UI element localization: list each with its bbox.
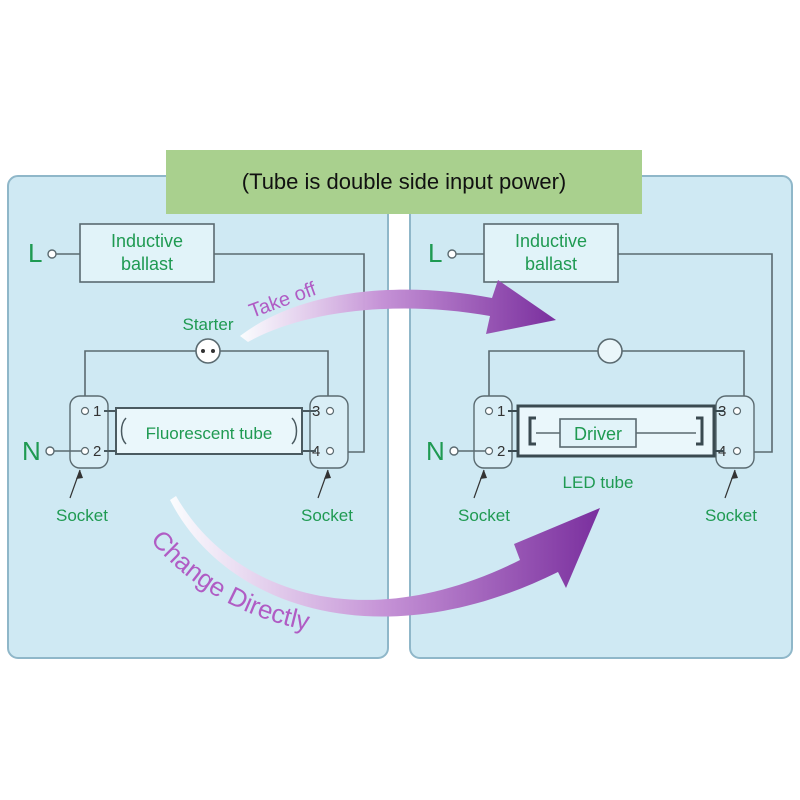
removed-starter-icon bbox=[597, 338, 623, 364]
right-ballast-line1: Inductive bbox=[515, 231, 587, 251]
right-filament-icon bbox=[291, 417, 298, 445]
left-socket-right bbox=[309, 395, 349, 469]
right-ballast bbox=[483, 223, 619, 283]
left-line-terminal bbox=[47, 249, 57, 259]
left-pin-3: 3 bbox=[312, 403, 320, 420]
left-socket-right-label: Socket bbox=[301, 506, 353, 525]
left-ballast-line2: ballast bbox=[121, 254, 173, 274]
starter-label: Starter bbox=[182, 315, 233, 334]
driver-label: Driver bbox=[574, 424, 622, 444]
left-pin-4: 4 bbox=[312, 443, 320, 460]
right-ballast-line2: ballast bbox=[525, 254, 577, 274]
left-neutral-label: N bbox=[22, 436, 41, 466]
right-socket-left bbox=[473, 395, 513, 469]
led-tube-label: LED tube bbox=[563, 473, 634, 492]
fluorescent-tube-label: Fluorescent tube bbox=[146, 424, 273, 443]
right-pin-1: 1 bbox=[497, 403, 505, 420]
right-neutral-label: N bbox=[426, 436, 445, 466]
right-socket-right-label: Socket bbox=[705, 506, 757, 525]
driver-box bbox=[559, 418, 637, 448]
left-ballast-line1: Inductive bbox=[111, 231, 183, 251]
left-filament-icon bbox=[120, 417, 127, 445]
take-off-arrow bbox=[240, 280, 556, 342]
right-neutral-terminal bbox=[449, 446, 459, 456]
right-line-terminal bbox=[447, 249, 457, 259]
left-neutral-terminal bbox=[45, 446, 55, 456]
right-socket-left-label: Socket bbox=[458, 506, 510, 525]
left-pin-2: 2 bbox=[93, 443, 101, 460]
right-circuit: L Inductive ballast 1 2 3 4 bbox=[426, 223, 773, 525]
left-socket-left bbox=[69, 395, 109, 469]
left-circuit: L Inductive ballast Starter 1 2 3 4 bbox=[22, 223, 365, 525]
change-directly-arrow bbox=[170, 496, 600, 617]
right-pin-2: 2 bbox=[497, 443, 505, 460]
left-line-label: L bbox=[28, 238, 42, 268]
left-socket-left-label: Socket bbox=[56, 506, 108, 525]
left-ballast bbox=[79, 223, 215, 283]
banner: (Tube is double side input power) bbox=[166, 150, 642, 214]
right-socket-right bbox=[715, 395, 755, 469]
right-line-label: L bbox=[428, 238, 442, 268]
left-pin-1: 1 bbox=[93, 403, 101, 420]
banner-text: (Tube is double side input power) bbox=[241, 169, 567, 194]
starter-icon bbox=[195, 338, 221, 364]
fluorescent-tube bbox=[115, 407, 303, 455]
